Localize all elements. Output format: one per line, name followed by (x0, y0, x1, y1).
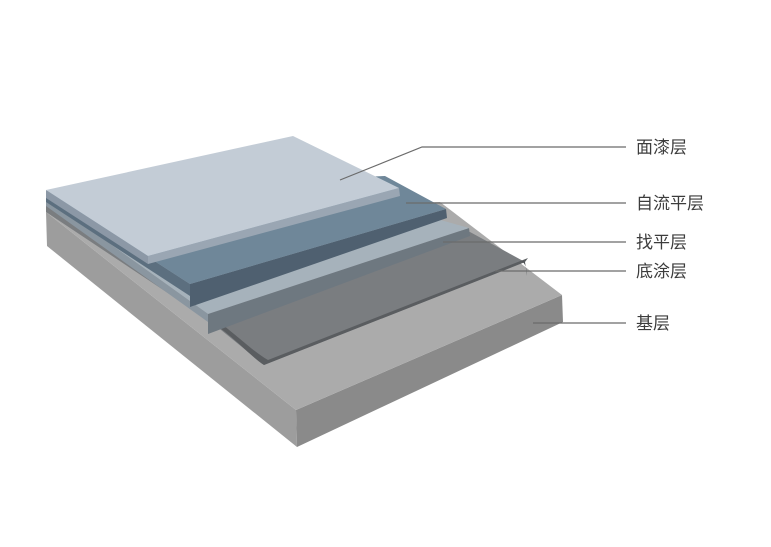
layer-topcoat (46, 136, 400, 264)
label-topcoat: 面漆层 (636, 138, 687, 158)
leveling-left-face (46, 198, 208, 322)
label-primer: 底涂层 (636, 262, 687, 282)
topcoat-left-face (46, 190, 148, 264)
label-self-leveling: 自流平层 (636, 194, 704, 214)
substrate-left-face (46, 212, 297, 447)
primer-curl-tip (520, 260, 527, 276)
self-leveling-front-face (190, 209, 447, 307)
label-leveling: 找平层 (636, 233, 687, 253)
layer-labels: 面漆层 自流平层 找平层 底涂层 基层 (636, 138, 704, 334)
leveling-front-face (208, 228, 470, 334)
leader-lines (339, 146, 626, 324)
leader-line-topcoat (339, 146, 626, 181)
topcoat-top-face (46, 136, 399, 256)
topcoat-front-face (148, 188, 400, 264)
substrate-front-face (296, 295, 563, 447)
label-substrate: 基层 (636, 314, 670, 334)
